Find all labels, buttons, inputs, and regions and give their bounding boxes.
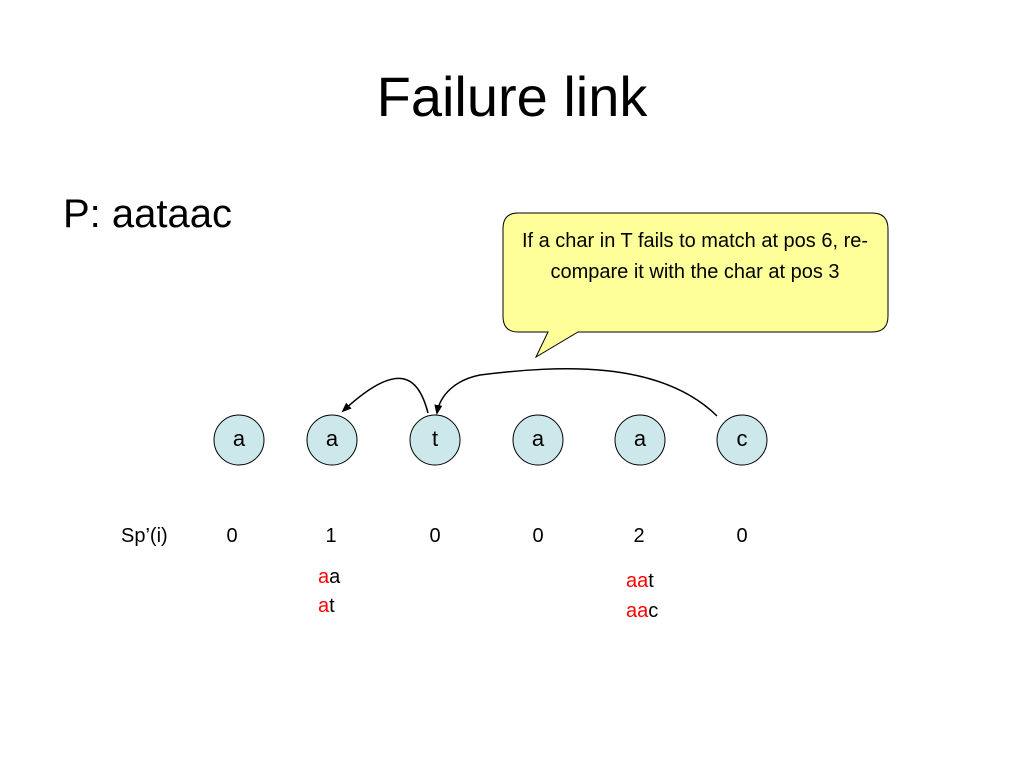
example-prefix: a xyxy=(318,595,330,617)
node-label-5: a xyxy=(633,426,647,451)
slide-title: Failure link xyxy=(376,65,648,128)
example-pos5-line1: aat xyxy=(626,568,654,594)
node-circle-6 xyxy=(716,414,768,466)
example-prefix: a xyxy=(318,566,330,588)
sp-value-2: 1 xyxy=(325,525,337,547)
failure-link-arrow-c-to-t xyxy=(434,367,718,417)
node-circle-2 xyxy=(306,414,358,466)
example-rest: t xyxy=(648,570,654,592)
node-label-2: a xyxy=(325,426,339,451)
pattern-text: P: aataac xyxy=(63,192,233,236)
node-label-6: c xyxy=(736,426,748,451)
sp-value-6: 0 xyxy=(736,525,748,547)
node-label-4: a xyxy=(531,426,545,451)
sp-value-5: 2 xyxy=(633,525,645,547)
example-prefix: aa xyxy=(626,600,649,622)
example-rest: a xyxy=(329,566,341,588)
example-rest: t xyxy=(329,595,335,617)
sp-value-1: 0 xyxy=(226,525,238,547)
example-pos2-line1: aa xyxy=(318,564,340,590)
sp-value-3: 0 xyxy=(429,525,441,547)
node-circle-4 xyxy=(512,414,564,466)
callout-text: If a char in T fails to match at pos 6, … xyxy=(521,230,869,283)
callout-bubble xyxy=(502,212,889,359)
example-prefix: aa xyxy=(626,570,649,592)
example-pos2-line2: at xyxy=(318,593,335,619)
node-circle-1 xyxy=(213,414,265,466)
node-circle-5 xyxy=(614,414,666,466)
node-label-3: t xyxy=(431,426,439,451)
example-rest: c xyxy=(648,600,659,622)
example-pos5-line2: aac xyxy=(626,598,658,624)
failure-link-arrow-t-to-a xyxy=(341,377,429,414)
node-label-1: a xyxy=(232,426,246,451)
node-circle-3 xyxy=(409,414,461,466)
sp-row-label: Sp’(i) xyxy=(121,525,168,547)
sp-value-4: 0 xyxy=(532,525,544,547)
